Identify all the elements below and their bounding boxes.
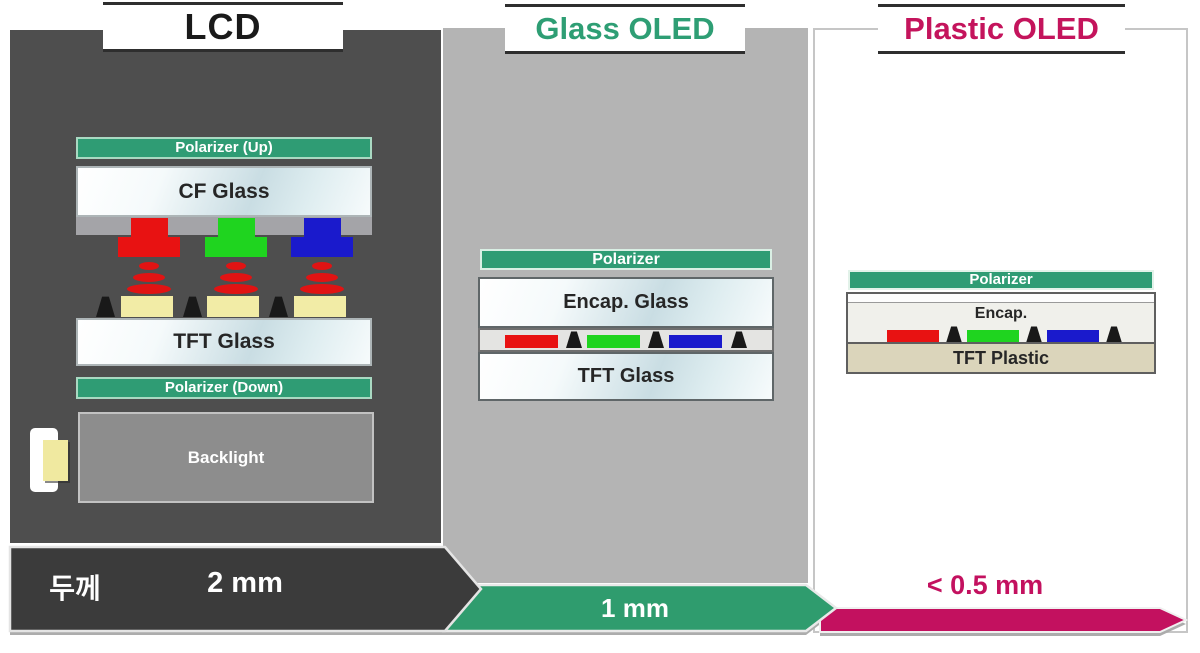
red-color-filter-icon [118, 237, 180, 257]
blue-color-filter-icon [304, 218, 341, 237]
green-color-filter-icon [205, 237, 267, 257]
plastic-oled-thickness-arrow [819, 607, 1189, 633]
red-color-filter-icon [131, 218, 168, 237]
lcd-thickness-arrow [8, 545, 483, 633]
tft-icon [183, 296, 202, 317]
lcd-tft-glass-layer: TFT Glass [76, 318, 372, 366]
lc-molecule-icon [127, 284, 171, 294]
lcd-backlight-layer: Backlight [78, 412, 374, 503]
led-chip-icon [43, 440, 68, 481]
tft-icon [269, 296, 288, 317]
lcd-cf-glass-layer: CF Glass [76, 166, 372, 217]
barrier-film-strip [848, 294, 1154, 303]
pixel-electrode-icon [121, 296, 173, 317]
plastic-oled-title: Plastic OLED [878, 4, 1125, 54]
lc-molecule-icon [226, 262, 246, 270]
green-color-filter-icon [218, 218, 255, 237]
lcd-thickness-value: 2 mm [207, 567, 283, 599]
lcd-title: LCD [103, 2, 343, 52]
thickness-label: 두께 [49, 573, 101, 604]
glass-oled-tft-glass-layer: TFT Glass [478, 352, 774, 401]
blue-subpixel-icon [1047, 330, 1099, 343]
tft-icon [731, 331, 747, 348]
tft-icon [566, 331, 582, 348]
lc-molecule-icon [214, 284, 258, 294]
tft-icon [648, 331, 664, 348]
plastic-oled-polarizer-layer: Polarizer [848, 270, 1154, 290]
red-subpixel-icon [887, 330, 939, 343]
lc-molecule-icon [312, 262, 332, 270]
glass-oled-thickness-value: 1 mm [601, 593, 669, 623]
lc-molecule-icon [220, 273, 252, 282]
plastic-oled-tft-plastic-layer: TFT Plastic [846, 342, 1156, 374]
lc-molecule-icon [133, 273, 165, 282]
plastic-oled-thickness-value: < 0.5 mm [926, 570, 1044, 600]
red-subpixel-icon [505, 335, 558, 348]
lc-molecule-icon [139, 262, 159, 270]
plastic-oled-encap-label: Encap. [974, 305, 1028, 322]
lc-molecule-icon [306, 273, 338, 282]
green-subpixel-icon [587, 335, 640, 348]
tft-icon [946, 326, 962, 343]
blue-color-filter-icon [291, 237, 353, 257]
thickness-arrows [8, 545, 1189, 636]
glass-oled-encap-glass-layer: Encap. Glass [478, 277, 774, 328]
blue-subpixel-icon [669, 335, 722, 348]
pixel-electrode-icon [294, 296, 346, 317]
green-subpixel-icon [967, 330, 1019, 343]
tft-icon [1026, 326, 1042, 343]
lcd-polarizer-down-layer: Polarizer (Down) [76, 377, 372, 399]
glass-oled-title: Glass OLED [505, 4, 745, 54]
glass-oled-polarizer-layer: Polarizer [480, 249, 772, 270]
lc-molecule-icon [300, 284, 344, 294]
lcd-polarizer-up-layer: Polarizer (Up) [76, 137, 372, 159]
pixel-electrode-icon [207, 296, 259, 317]
tft-icon [1106, 326, 1122, 343]
tft-icon [96, 296, 115, 317]
